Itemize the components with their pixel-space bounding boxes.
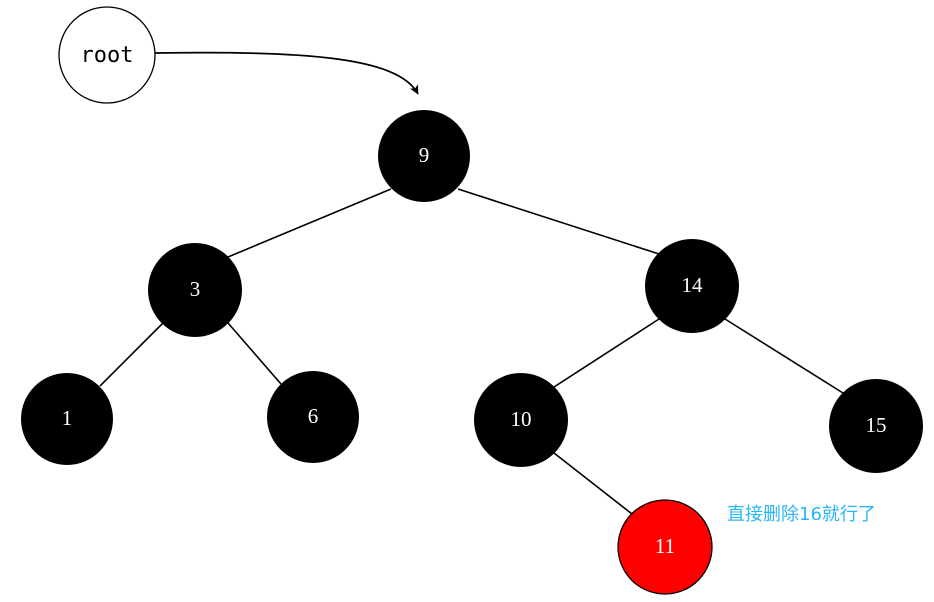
node-14-shape — [645, 239, 739, 333]
node-15-shape — [829, 379, 923, 473]
tree-node-15[interactable]: 15 — [829, 379, 923, 473]
node-6-label: 6 — [308, 404, 319, 428]
tree-node-9[interactable]: 9 — [378, 110, 470, 202]
node-1-label: 1 — [62, 406, 73, 430]
root-pointer-label: root — [81, 43, 134, 68]
tree-node-3[interactable]: 3 — [148, 243, 242, 337]
node-14-label: 14 — [682, 273, 704, 297]
tree-node-10[interactable]: 10 — [474, 373, 568, 467]
tree-node-11-highlighted[interactable]: 11 — [617, 499, 713, 595]
edge-9-14 — [457, 188, 660, 255]
node-6-shape — [267, 371, 359, 463]
node-11-shape — [617, 499, 713, 595]
edge-14-10 — [553, 318, 660, 388]
node-10-label: 10 — [511, 407, 532, 431]
node-9-shape — [378, 110, 470, 202]
edge-9-3 — [227, 188, 392, 258]
tree-node-14[interactable]: 14 — [645, 239, 739, 333]
root-pointer-shape — [58, 6, 156, 104]
tree-edges — [99, 188, 844, 515]
annotation-note: 直接删除16就行了 — [727, 504, 876, 525]
edge-3-6 — [227, 322, 282, 385]
root-pointer-arrow — [154, 51, 419, 95]
tree-node-1[interactable]: 1 — [21, 373, 113, 465]
root-pointer-node[interactable]: root — [58, 6, 156, 104]
node-3-shape — [148, 243, 242, 337]
node-1-shape — [21, 373, 113, 465]
tree-node-6[interactable]: 6 — [267, 371, 359, 463]
edge-3-1 — [99, 322, 164, 387]
node-11-label: 11 — [655, 534, 675, 558]
node-15-label: 15 — [866, 413, 887, 437]
node-10-shape — [474, 373, 568, 467]
node-3-label: 3 — [190, 277, 201, 301]
edge-10-11 — [553, 452, 633, 515]
node-9-label: 9 — [419, 143, 430, 167]
edge-14-15 — [724, 318, 844, 394]
